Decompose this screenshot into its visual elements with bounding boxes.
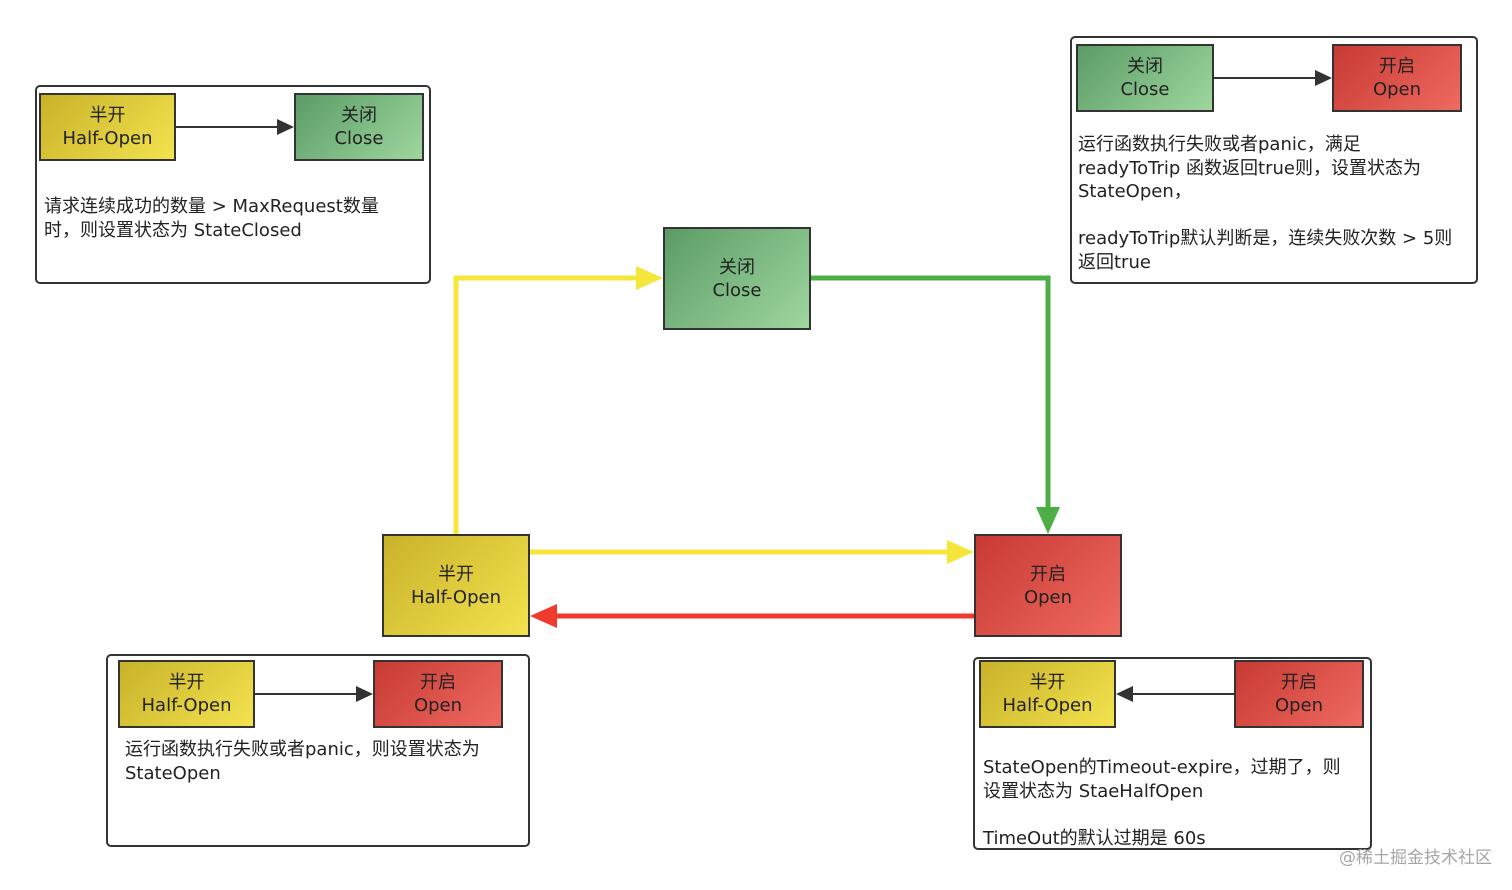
main-close-node: 关闭 Close: [663, 227, 811, 330]
legend-arrow-half-to-close: [176, 119, 294, 135]
legend-half-open-node: 半开 Half-Open: [118, 660, 255, 728]
arrow-half-open-to-open: [530, 540, 974, 564]
note-open-to-half: StateOpen的Timeout-expire，过期了，则 设置状态为 Sta…: [983, 757, 1341, 849]
legend-close-node: 关闭 Close: [294, 93, 424, 161]
state-label-cn: 开启: [1379, 56, 1415, 77]
state-label-cn: 开启: [1281, 672, 1317, 693]
state-label-cn: 半开: [89, 105, 126, 126]
arrow-open-to-half-open: [530, 604, 974, 628]
legend-arrow-half-to-open: [255, 686, 373, 702]
state-label-en: Half-Open: [141, 695, 232, 716]
note-half-to-open: 运行函数执行失败或者panic，则设置状态为 StateOpen: [125, 739, 480, 784]
state-label-en: Open: [413, 695, 463, 716]
legend-open-node: 开启 Open: [373, 660, 503, 728]
note-half-to-close: 请求连续成功的数量 > MaxRequest数量 时，则设置状态为 StateC…: [44, 196, 379, 241]
state-label-en: Half-Open: [411, 586, 501, 608]
state-label-en: Close: [334, 128, 384, 149]
state-label-en: Half-Open: [62, 128, 153, 149]
state-label-cn: 半开: [438, 563, 474, 585]
state-label-en: Open: [1372, 79, 1422, 100]
state-label-cn: 开启: [1030, 563, 1066, 585]
state-label-en: Close: [1120, 79, 1170, 100]
state-label-cn: 半开: [168, 672, 205, 693]
main-open-node: 开启 Open: [974, 534, 1122, 637]
legend-arrow-open-to-half: [1116, 686, 1234, 702]
arrow-close-to-open: [811, 275, 1060, 534]
legend-open-node: 开启 Open: [1332, 44, 1462, 112]
main-half-open-node: 半开 Half-Open: [382, 534, 530, 637]
legend-half-open-node: 半开 Half-Open: [39, 93, 176, 161]
state-label-en: Half-Open: [1002, 695, 1093, 716]
state-label-cn: 关闭: [719, 256, 755, 278]
state-label-en: Open: [1274, 695, 1324, 716]
legend-arrow-close-to-open: [1214, 70, 1332, 86]
arrow-half-open-to-close: [453, 266, 663, 534]
legend-open-node: 开启 Open: [1234, 660, 1364, 728]
state-label-cn: 关闭: [1127, 56, 1163, 77]
note-close-to-open: 运行函数执行失败或者panic，满足 readyToTrip 函数返回true则…: [1078, 134, 1453, 273]
state-label-cn: 半开: [1029, 672, 1066, 693]
state-label-cn: 关闭: [341, 105, 377, 126]
state-label-cn: 开启: [420, 672, 456, 693]
legend-close-node: 关闭 Close: [1076, 44, 1214, 112]
legend-half-open-node: 半开 Half-Open: [979, 660, 1116, 728]
watermark: @稀土掘金技术社区: [1339, 848, 1492, 868]
state-label-en: Close: [712, 279, 762, 301]
state-label-en: Open: [1023, 586, 1073, 608]
